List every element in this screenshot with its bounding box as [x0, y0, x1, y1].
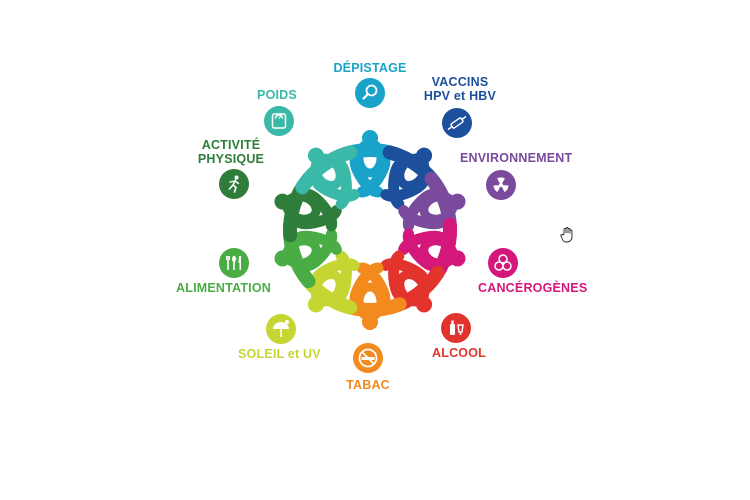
- ribbon-figure-poids: [295, 145, 360, 210]
- label-poids: POIDS: [252, 88, 302, 102]
- radiation-icon: [486, 170, 516, 200]
- cutlery-icon: [219, 248, 249, 278]
- magnifier-icon: [355, 78, 385, 108]
- label-alcool-line1: ALCOOL: [432, 346, 486, 360]
- label-soleil: SOLEIL et UV: [238, 347, 321, 361]
- label-alimentation: ALIMENTATION: [176, 281, 271, 295]
- label-alcool: ALCOOL: [432, 346, 486, 360]
- figure-head-alimentation: [274, 250, 291, 267]
- figure-head-depistage: [362, 130, 378, 146]
- figure-head-poids: [307, 147, 324, 164]
- label-vaccins: VACCINS HPV et HBV: [415, 75, 505, 103]
- ribbon-figure-activite: [274, 171, 342, 243]
- label-environnement-line1: ENVIRONNEMENT: [460, 151, 573, 165]
- label-vaccins-line1: VACCINS: [431, 75, 489, 89]
- figure-head-environnement: [449, 193, 466, 210]
- scale-icon: [264, 106, 294, 136]
- label-tabac: TABAC: [338, 378, 398, 392]
- label-activite-line1: ACTIVITÉ: [201, 138, 261, 152]
- label-depistage: DÉPISTAGE: [322, 61, 418, 75]
- hand-cursor-icon: [560, 227, 573, 243]
- sun-umbrella-icon: [266, 314, 296, 344]
- label-cancerogenes-line1: CANCÉROGÈNES: [478, 281, 588, 295]
- label-cancerogenes: CANCÉROGÈNES: [478, 281, 587, 295]
- bottle-icon: [441, 313, 471, 343]
- no-smoking-icon: [353, 343, 383, 373]
- label-environnement: ENVIRONNEMENT: [460, 151, 572, 165]
- figure-head-tabac: [362, 314, 378, 330]
- syringe-icon: [442, 108, 472, 138]
- label-tabac-line1: TABAC: [346, 378, 390, 392]
- figure-head-activite: [274, 193, 291, 210]
- label-activite: ACTIVITÉ PHYSIQUE: [196, 138, 266, 166]
- figure-head-vaccins: [416, 147, 433, 164]
- label-vaccins-line2: HPV et HBV: [423, 89, 497, 103]
- figure-head-soleil: [307, 296, 324, 313]
- label-depistage-line1: DÉPISTAGE: [333, 61, 407, 75]
- label-alimentation-line1: ALIMENTATION: [176, 281, 271, 295]
- figure-head-cancerogenes: [449, 250, 466, 267]
- biohazard-icon: [488, 248, 518, 278]
- label-soleil-line1: SOLEIL et UV: [238, 347, 321, 361]
- runner-icon: [219, 169, 249, 199]
- label-poids-line1: POIDS: [257, 88, 297, 102]
- label-activite-line2: PHYSIQUE: [197, 152, 265, 166]
- figure-head-alcool: [416, 296, 433, 313]
